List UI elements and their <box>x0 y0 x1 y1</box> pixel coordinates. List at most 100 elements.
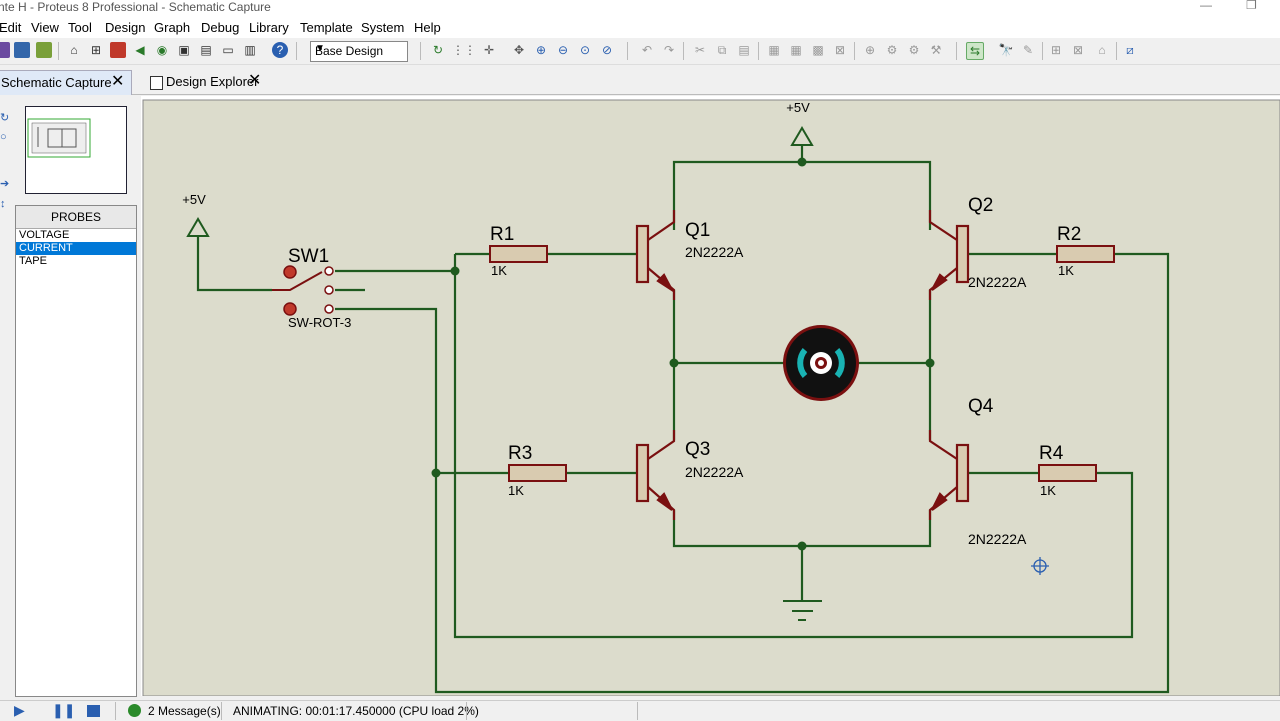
undo-icon[interactable]: ↶ <box>641 43 653 57</box>
3d-icon[interactable]: ◉ <box>156 43 168 57</box>
bom-icon[interactable]: ▣ <box>178 43 190 57</box>
menu-help[interactable]: Help <box>414 20 441 35</box>
transistor-q1[interactable]: Q1 2N2222A <box>635 210 744 300</box>
vsm-icon[interactable]: ▭ <box>222 43 234 57</box>
origin-icon[interactable]: ✛ <box>483 43 495 57</box>
resistor-r4[interactable]: R4 1K <box>1038 443 1097 498</box>
resistor-r2[interactable]: R2 1K <box>1056 224 1115 278</box>
pause-icon[interactable]: ❚❚ <box>52 702 76 718</box>
property-assign-icon[interactable]: ✎ <box>1022 43 1034 57</box>
overview-thumbnail <box>27 118 91 158</box>
zoom-in-icon[interactable]: ⊕ <box>535 43 547 57</box>
remove-sheet-icon[interactable]: ⊠ <box>1072 43 1084 57</box>
design-notes-icon[interactable]: ⧄ <box>1126 43 1134 57</box>
gerber-icon[interactable]: ◀ <box>135 43 145 57</box>
crosshair-cursor-icon <box>1031 557 1049 575</box>
tab-label: Design Explorer <box>166 74 259 89</box>
copy-icon[interactable]: ⧉ <box>717 43 727 57</box>
info-icon <box>128 704 141 717</box>
design-explorer-icon <box>150 76 163 90</box>
menu-library[interactable]: Library <box>249 20 289 35</box>
menu-edit[interactable]: Edit <box>0 20 22 35</box>
import-icon[interactable] <box>36 42 52 58</box>
menu-debug[interactable]: Debug <box>201 20 240 35</box>
schematic-sheet <box>142 99 1280 697</box>
pcb-icon[interactable] <box>110 42 126 58</box>
resistor-r3[interactable]: R3 1K <box>508 443 567 498</box>
zoom-all-icon[interactable]: ⊙ <box>579 43 591 57</box>
power-terminal-left[interactable]: +5V <box>182 192 210 237</box>
rotate-icon[interactable]: ↻ <box>0 112 10 124</box>
block-rotate-icon[interactable]: ▩ <box>812 43 824 57</box>
power-terminal-top[interactable]: +5V <box>786 100 814 146</box>
switch-sw1[interactable]: SW1 SW-ROT-3 <box>272 246 351 330</box>
minimize-icon[interactable]: — <box>1200 0 1212 12</box>
tab-label: Schematic Capture <box>1 75 112 90</box>
probe-current[interactable]: CURRENT <box>16 242 136 255</box>
cut-icon[interactable]: ✂ <box>694 43 706 57</box>
home-icon[interactable]: ⌂ <box>70 43 78 57</box>
pick-device-icon[interactable]: ⊕ <box>864 43 876 57</box>
dc-motor[interactable] <box>783 325 859 401</box>
junction-dots <box>431 157 935 551</box>
menu-view[interactable]: View <box>31 20 59 35</box>
play-icon[interactable]: ▶ <box>14 702 25 718</box>
transistor-ref: Q4 <box>968 396 994 417</box>
animation-status: ANIMATING: 00:01:17.450000 (CPU load 2%) <box>233 704 479 718</box>
circle-icon[interactable]: ○ <box>0 131 7 143</box>
tab-schematic-capture[interactable]: Schematic Capture ✕ <box>0 70 132 95</box>
close-icon[interactable]: ✕ <box>248 72 262 89</box>
ground-symbol[interactable] <box>783 600 822 621</box>
overview-window[interactable] <box>25 106 127 194</box>
menu-tool[interactable]: Tool <box>68 20 92 35</box>
notes-icon[interactable]: ▥ <box>244 43 256 57</box>
paste-icon[interactable]: ▤ <box>738 43 750 57</box>
zoom-out-icon[interactable]: ⊖ <box>557 43 569 57</box>
resistor-r1[interactable]: R1 1K <box>489 224 548 278</box>
zoom-area-icon[interactable]: ⊘ <box>601 43 613 57</box>
transistor-q2[interactable]: Q2 2N2222A <box>928 195 1027 300</box>
restore-icon[interactable]: ❐ <box>1246 0 1257 12</box>
package-tool-icon[interactable]: ⚙ <box>908 43 920 57</box>
search-icon[interactable]: 🔭 <box>998 43 1014 57</box>
transistor-q3[interactable]: Q3 2N2222A <box>635 430 744 520</box>
probe-tape[interactable]: TAPE <box>19 255 47 267</box>
stop-icon[interactable] <box>87 705 100 717</box>
new-icon[interactable] <box>0 42 10 58</box>
wire-autorouter-icon[interactable]: ⇆ <box>966 42 984 60</box>
block-delete-icon[interactable]: ⊠ <box>834 43 846 57</box>
schematic-canvas[interactable]: +5V +5V SW1 SW-ROT-3 R1 1K R2 1K R3 1K R… <box>141 96 1280 697</box>
grid-icon[interactable]: ⋮⋮ <box>452 43 476 57</box>
power-label-top: +5V <box>786 100 810 115</box>
menu-graph[interactable]: Graph <box>154 20 191 35</box>
probe-voltage[interactable]: VOLTAGE <box>19 229 70 241</box>
pan-icon[interactable]: ✥ <box>513 43 525 57</box>
decompose-icon[interactable]: ⚒ <box>930 43 942 57</box>
design-select[interactable]: Base Design ▼ <box>310 41 408 62</box>
menu-system[interactable]: System <box>361 20 405 35</box>
resistor-ref: R2 <box>1057 224 1081 245</box>
transistor-q4[interactable]: Q4 2N2222A <box>928 396 1027 547</box>
resistor-value: 1K <box>1040 483 1056 498</box>
exit-parent-icon[interactable]: ⌂ <box>1098 43 1106 57</box>
arrow-up-icon[interactable]: ↕ <box>0 198 6 210</box>
close-icon[interactable]: ✕ <box>111 73 125 90</box>
save-icon[interactable] <box>14 42 30 58</box>
source-icon[interactable]: ▤ <box>200 43 212 57</box>
tab-design-explorer[interactable]: Design Explorer ✕ <box>145 70 270 94</box>
refresh-icon[interactable]: ↻ <box>432 43 444 57</box>
schematic-icon[interactable]: ⊞ <box>90 43 102 57</box>
arrow-right-icon[interactable]: ➔ <box>0 178 10 190</box>
new-sheet-icon[interactable]: ⊞ <box>1050 43 1062 57</box>
resistor-ref: R1 <box>490 224 514 245</box>
make-device-icon[interactable]: ⚙ <box>886 43 898 57</box>
block-move-icon[interactable]: ▦ <box>790 43 802 57</box>
help-icon[interactable]: ? <box>272 42 288 58</box>
redo-icon[interactable]: ↷ <box>663 43 675 57</box>
menu-design[interactable]: Design <box>105 20 146 35</box>
switch-ref: SW1 <box>288 246 329 267</box>
block-copy-icon[interactable]: ▦ <box>768 43 780 57</box>
resistor-value: 1K <box>1058 263 1074 278</box>
menu-template[interactable]: Template <box>300 20 353 35</box>
messages-count[interactable]: 2 Message(s) <box>148 704 221 718</box>
